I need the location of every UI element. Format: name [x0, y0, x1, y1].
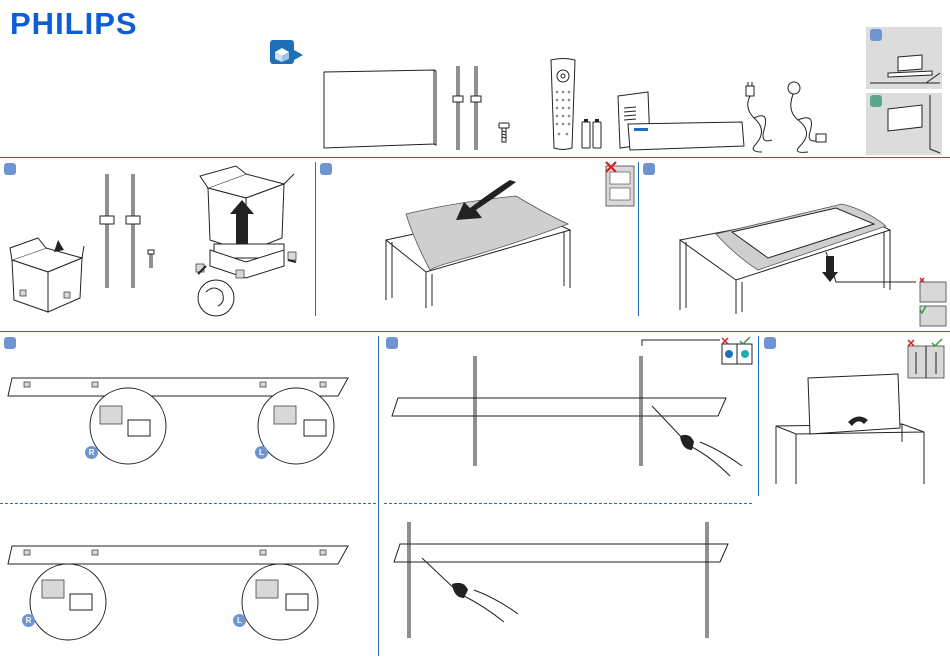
- fix-legs-illustration-2: [392, 518, 742, 658]
- left-side-badge: L: [255, 446, 268, 459]
- stand-legs-illustration-2: [96, 172, 156, 292]
- step-marker-cloth: [320, 163, 332, 175]
- row1-divider-b: [638, 162, 639, 316]
- right-side-badge: R: [85, 446, 98, 459]
- protective-cloth-illustration: [376, 180, 576, 310]
- step-marker-attach-brackets: [4, 337, 16, 349]
- step-marker-unpack: [4, 163, 16, 175]
- tv-back-brackets-illustration: [8, 376, 352, 504]
- stand-legs-illustration: [447, 64, 493, 154]
- open-carton-illustration: [8, 232, 86, 314]
- wall-mount-option[interactable]: [866, 93, 942, 155]
- screw-icon: [498, 122, 510, 144]
- tv-back-brackets-illustration-2: [8, 544, 352, 660]
- row1-divider-a: [315, 162, 316, 316]
- dashed-divider-left: [0, 503, 376, 504]
- remote-control-illustration: [545, 58, 581, 152]
- tv-facedown-on-table-illustration: [676, 186, 896, 316]
- box-open-icon: [270, 40, 304, 66]
- documents-illustration: [616, 92, 746, 152]
- box-lift-illustration: [196, 170, 300, 318]
- header-divider: [0, 157, 950, 158]
- table-stand-option[interactable]: [866, 27, 942, 89]
- right-side-badge-2: R: [22, 614, 35, 627]
- row2-divider-b: [758, 336, 759, 496]
- row1-divider-bottom: [0, 331, 950, 332]
- dashed-divider-right: [384, 503, 752, 504]
- row2-divider-a: [378, 336, 379, 656]
- step-marker-place-on-table: [764, 337, 776, 349]
- step-marker-place-tv: [643, 163, 655, 175]
- tv-panel-illustration: [322, 68, 438, 150]
- fix-legs-illustration: [390, 346, 750, 496]
- cross-mark-icon-2: [918, 278, 946, 326]
- tv-on-table-illustration: [772, 372, 928, 488]
- left-side-badge-2: L: [233, 614, 246, 627]
- power-cords-illustration: [740, 78, 830, 156]
- philips-logo: PHILIPS: [10, 6, 138, 42]
- cross-mark-icon: [604, 162, 636, 208]
- batteries-illustration: [580, 118, 604, 150]
